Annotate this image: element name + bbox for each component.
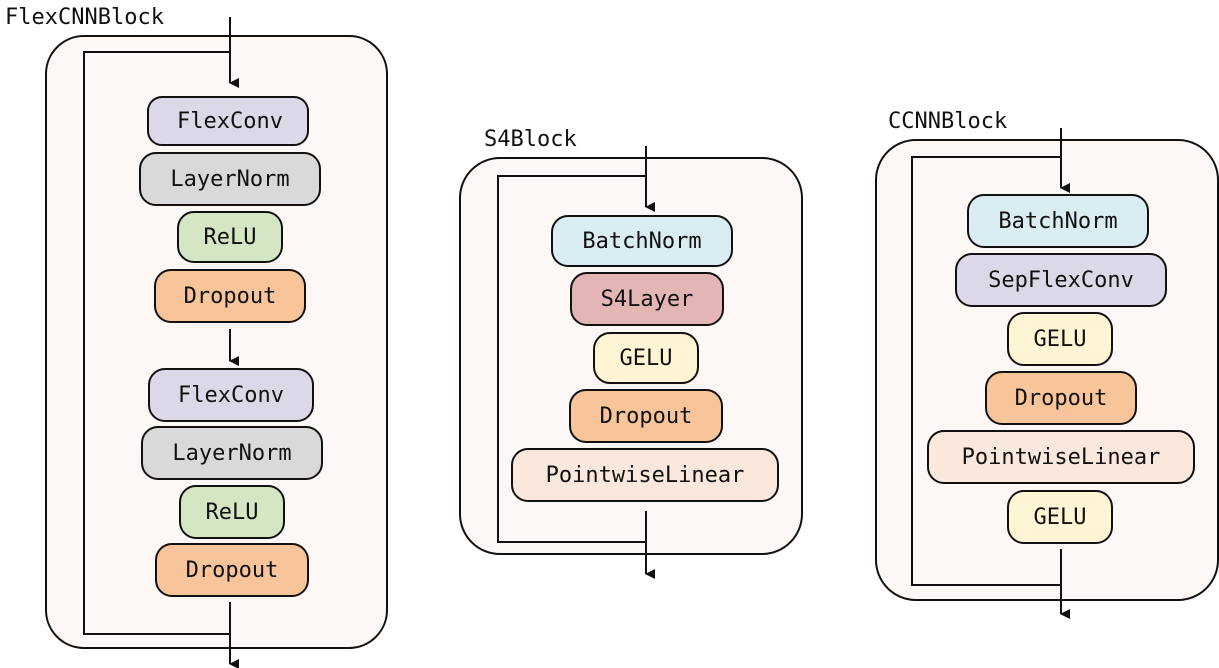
svg-text:PointwiseLinear: PointwiseLinear	[962, 445, 1161, 470]
layer-relu: ReLU	[179, 485, 285, 539]
block-title: FlexCNNBlock	[5, 5, 164, 30]
layer-dropout: Dropout	[569, 389, 723, 443]
residual-connection	[911, 156, 1061, 586]
svg-text:LayerNorm: LayerNorm	[172, 441, 291, 466]
svg-text:FlexConv: FlexConv	[178, 383, 284, 408]
layer-gelu: GELU	[1007, 490, 1113, 544]
svg-text:Dropout: Dropout	[600, 404, 693, 429]
residual-connection	[83, 51, 230, 635]
svg-text:GELU: GELU	[1034, 327, 1087, 352]
svg-text:BatchNorm: BatchNorm	[582, 229, 701, 254]
svg-text:Dropout: Dropout	[1015, 386, 1108, 411]
layer-layernorm: LayerNorm	[139, 152, 321, 206]
svg-text:FlexConv: FlexConv	[177, 109, 283, 134]
residual-connection	[497, 175, 646, 543]
block-title: S4Block	[484, 127, 577, 152]
svg-text:ReLU: ReLU	[206, 500, 259, 525]
layer-flexconv: FlexConv	[147, 96, 309, 146]
svg-text:GELU: GELU	[1034, 505, 1087, 530]
layer-gelu: GELU	[1007, 312, 1113, 366]
layer-flexconv: FlexConv	[148, 368, 314, 422]
svg-text:GELU: GELU	[620, 346, 673, 371]
flexcnn-block: FlexCNNBlock FlexConv LayerNorm ReLU Dro…	[5, 5, 388, 668]
layer-batchnorm: BatchNorm	[967, 194, 1149, 248]
layer-batchnorm: BatchNorm	[551, 215, 733, 267]
layer-gelu: GELU	[593, 332, 699, 384]
svg-text:ReLU: ReLU	[204, 225, 257, 250]
layer-sepflexconv: SepFlexConv	[955, 253, 1167, 307]
svg-text:S4Layer: S4Layer	[601, 287, 694, 312]
s4-block: S4Block BatchNorm S4Layer GELU Dropout P…	[459, 127, 803, 579]
layer-dropout: Dropout	[154, 269, 306, 323]
svg-text:LayerNorm: LayerNorm	[170, 167, 289, 192]
svg-text:PointwiseLinear: PointwiseLinear	[546, 463, 745, 488]
layer-pointwiselinear: PointwiseLinear	[927, 430, 1195, 484]
svg-text:Dropout: Dropout	[184, 284, 277, 309]
ccnn-block: CCNNBlock BatchNorm SepFlexConv GELU Dro…	[875, 109, 1219, 619]
layer-s4layer: S4Layer	[570, 272, 724, 326]
layer-pointwiselinear: PointwiseLinear	[511, 448, 779, 502]
svg-text:Dropout: Dropout	[186, 558, 279, 583]
layer-layernorm: LayerNorm	[141, 426, 323, 480]
svg-text:BatchNorm: BatchNorm	[998, 209, 1117, 234]
layer-dropout: Dropout	[155, 543, 309, 597]
layer-relu: ReLU	[177, 211, 283, 263]
block-title: CCNNBlock	[888, 109, 1007, 134]
svg-text:SepFlexConv: SepFlexConv	[988, 268, 1134, 293]
layer-dropout: Dropout	[985, 371, 1137, 425]
